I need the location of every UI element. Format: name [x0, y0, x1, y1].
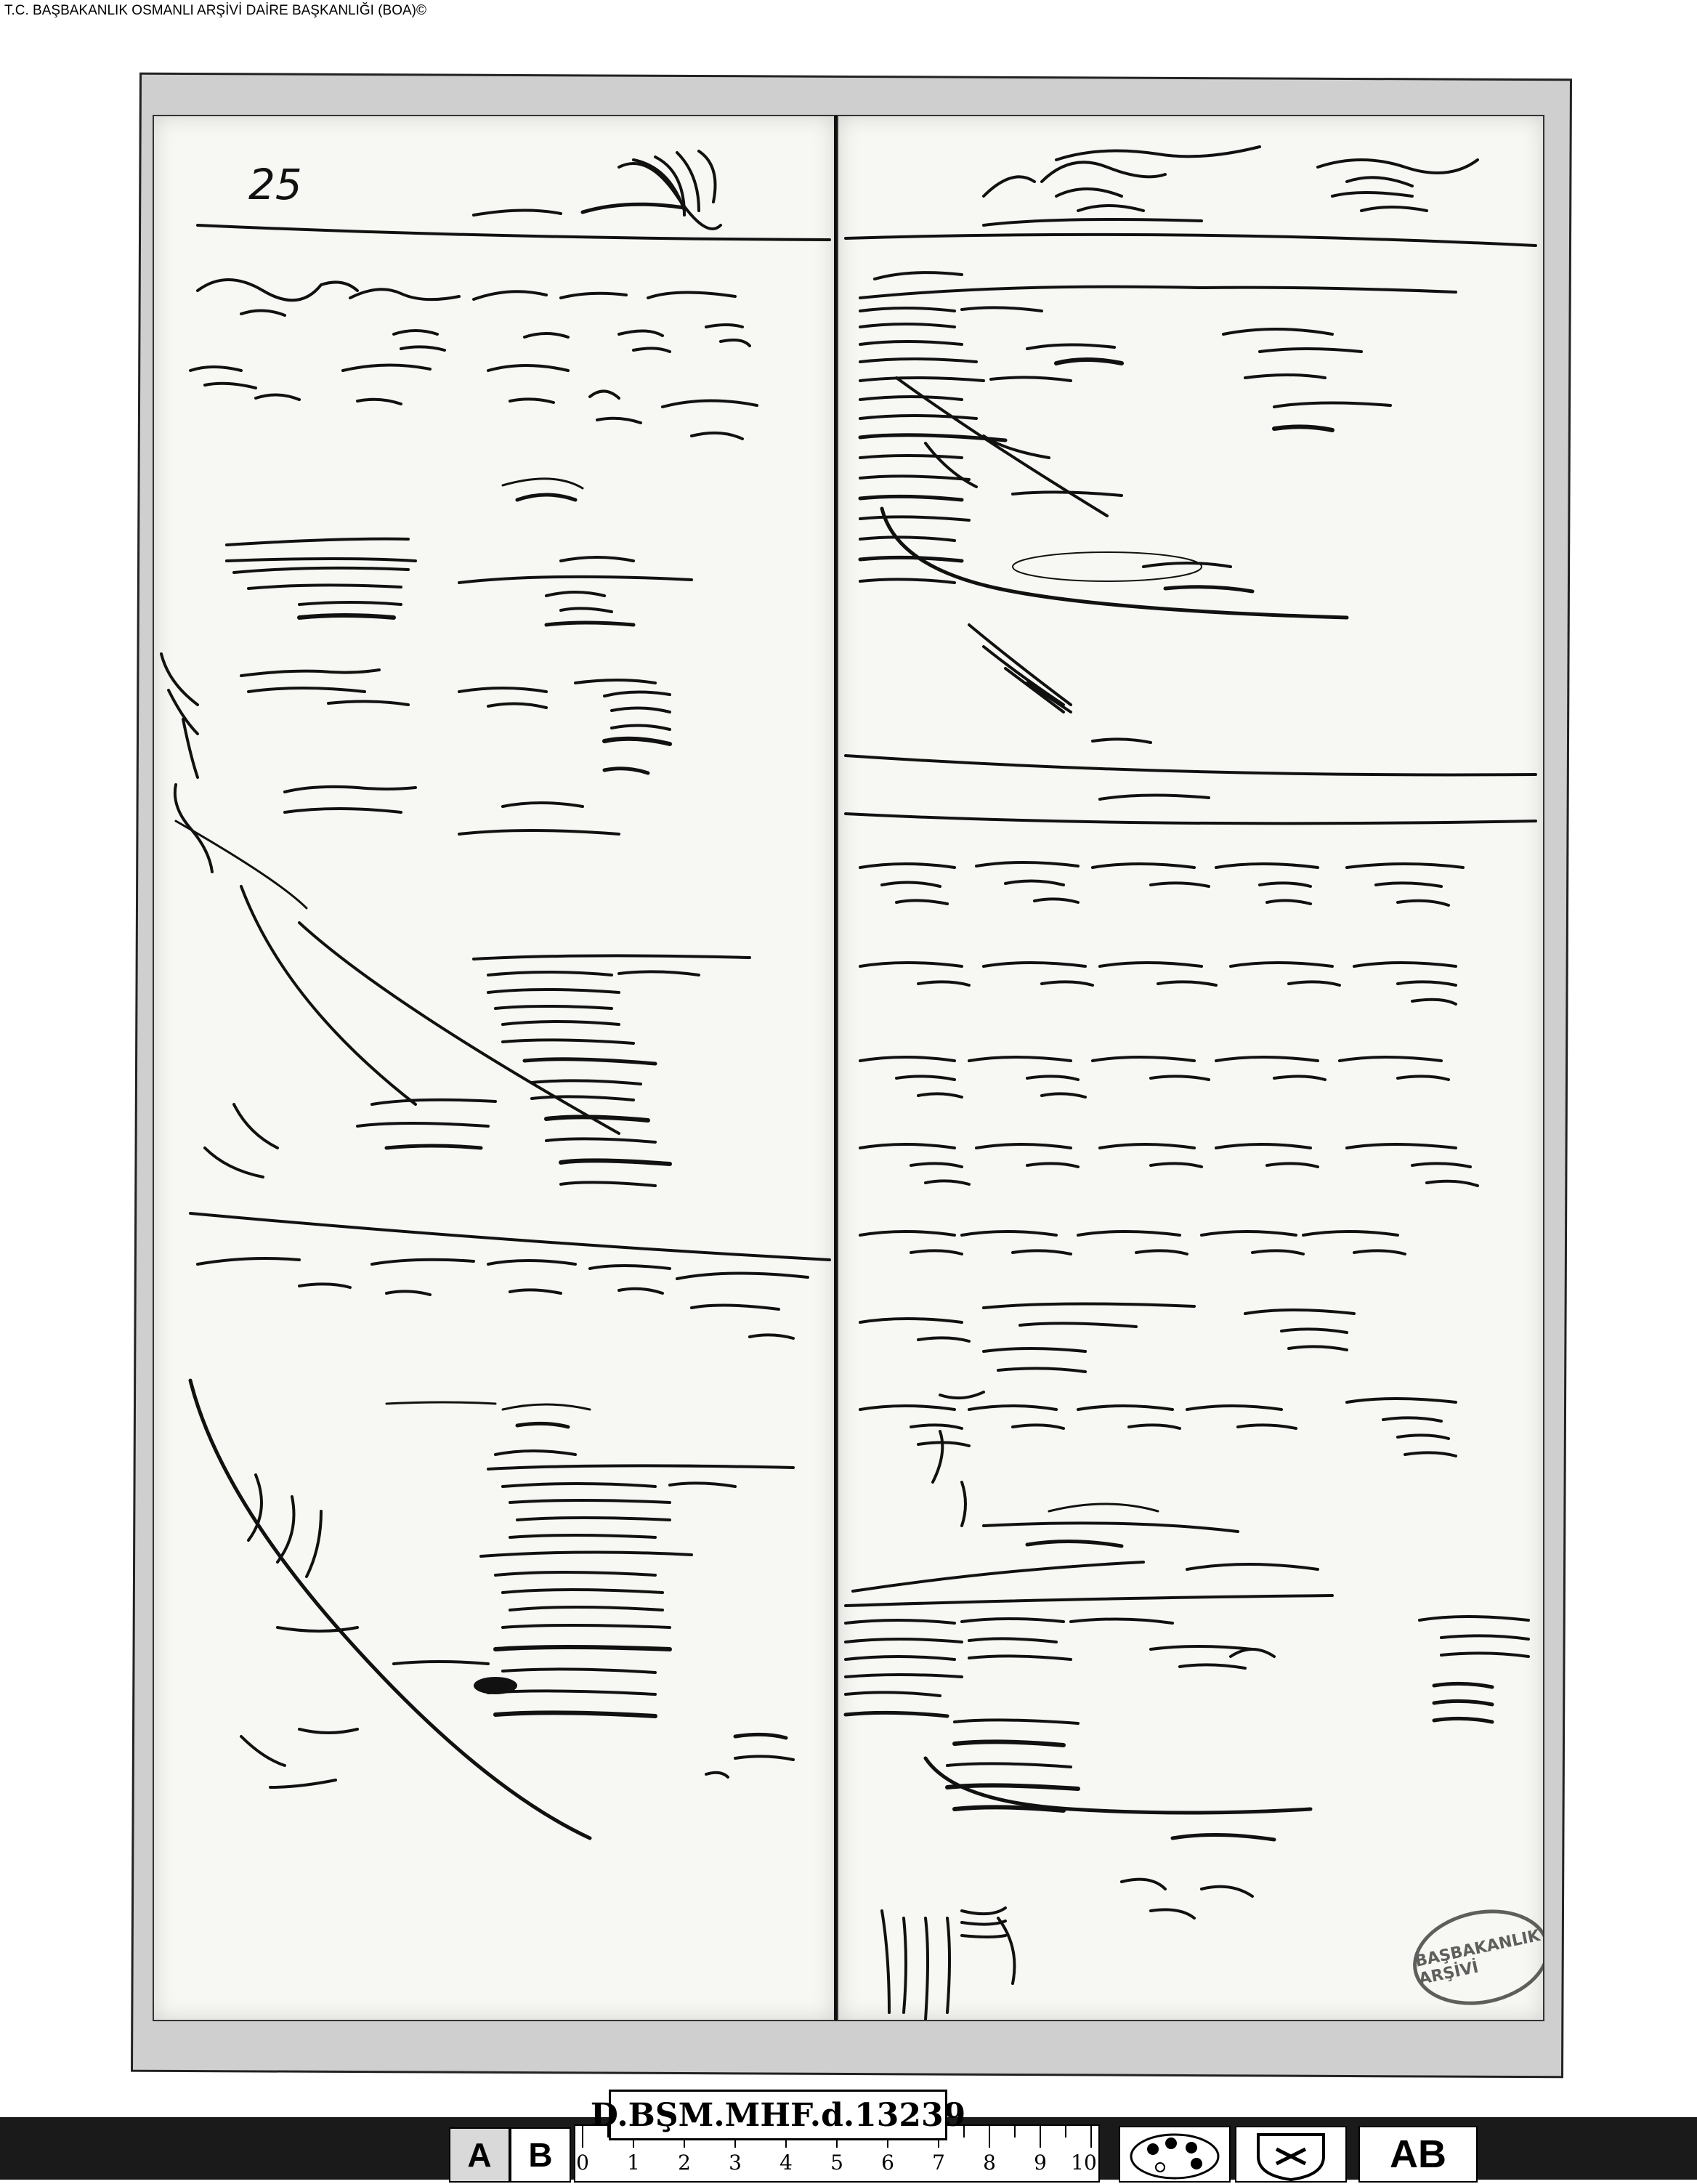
ledger-spread: 25 [145, 86, 1552, 2062]
right-top-notes [982, 145, 1479, 212]
left-page: 25 [153, 115, 837, 2021]
right-page: BAŞBAKANLIK ARŞİVİ [837, 115, 1544, 2021]
shield-logo-svg [1257, 2133, 1325, 2182]
ruler-tick-label: 9 [1034, 2151, 1047, 2175]
left-section-7 [240, 1449, 795, 1789]
ruler-tick-label: 6 [881, 2151, 894, 2175]
palette-icon [1119, 2126, 1231, 2183]
ab-logo: AB [1358, 2126, 1478, 2183]
left-corner-notes [617, 150, 722, 230]
ruler-tick-label: 2 [678, 2151, 691, 2175]
left-page-ink-svg [160, 150, 831, 1840]
ruler-tick-label: 10 [1071, 2151, 1097, 2175]
right-section-2-rule [844, 754, 1537, 777]
ruler-tick-label: 8 [983, 2151, 996, 2175]
right-bottom-column [880, 1877, 1254, 2020]
left-section-6 [196, 1257, 809, 1340]
left-section-3 [160, 652, 672, 779]
left-section-5 [203, 954, 751, 1187]
left-row-1 [196, 278, 751, 353]
right-section-4 [859, 1302, 1457, 1527]
calibration-card-b: B [510, 2127, 571, 2183]
ruler-tick-label: 3 [729, 2151, 742, 2175]
right-middle-note [968, 623, 1072, 713]
right-page-ink-svg [843, 145, 1537, 2020]
right-heading-rule [844, 232, 1537, 247]
page-number: 25 [248, 160, 302, 209]
archive-header-caption: T.C. BAŞBAKANLIK OSMANLI ARŞİVİ DAİRE BA… [4, 3, 427, 18]
left-section-divider [189, 1212, 831, 1261]
right-section-1 [858, 271, 1457, 584]
right-diagonal-flourish [895, 376, 1109, 517]
ruler-tick-label: 0 [576, 2151, 589, 2175]
right-section-5 [843, 1561, 1530, 1813]
archive-reference-label: D.BŞM.MHF.d.13239 [591, 2090, 965, 2140]
ruler-tick-label: 1 [627, 2151, 640, 2175]
right-summary-curve [880, 506, 1349, 620]
calibration-card-a: A [449, 2127, 510, 2183]
left-heading-rule [196, 224, 831, 241]
right-lower-curve [923, 1756, 1313, 1815]
left-row-2 [189, 363, 758, 440]
right-section-3 [859, 861, 1479, 1255]
left-section-4 [173, 783, 620, 910]
shield-logo-icon [1235, 2126, 1347, 2183]
palette-svg [1130, 2133, 1220, 2180]
ruler-tick-label: 5 [830, 2151, 843, 2175]
left-diagonal-flourish [240, 885, 417, 1106]
left-lower-flourish [188, 1378, 592, 1840]
ruler-tick-label: 7 [932, 2151, 945, 2175]
ruler-tick-label: 4 [779, 2151, 793, 2175]
left-section-2 [225, 537, 693, 627]
